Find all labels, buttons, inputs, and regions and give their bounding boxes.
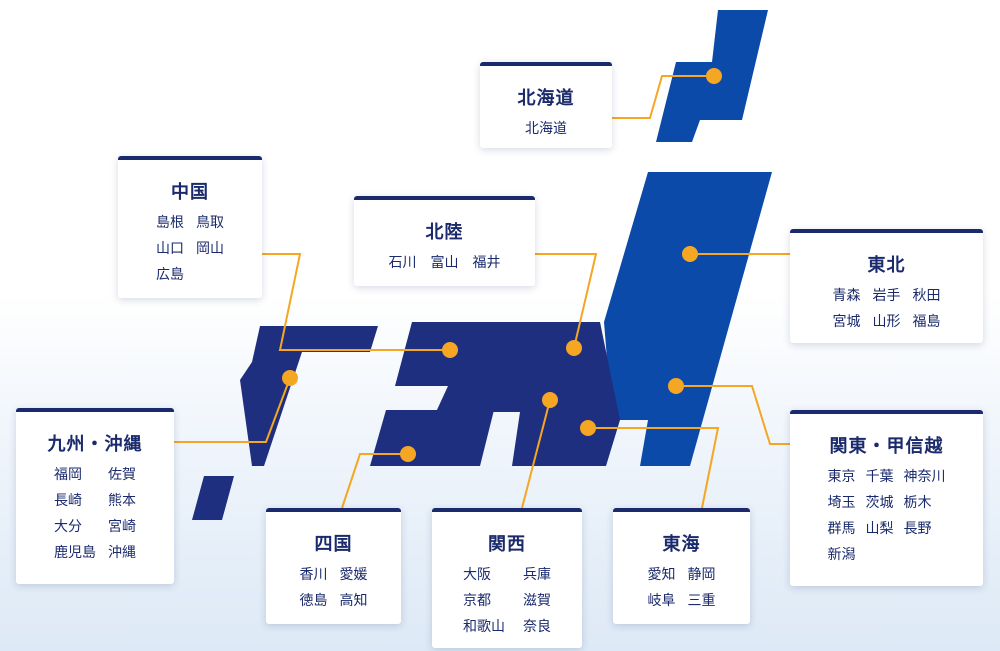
- region-title-tohoku: 東北: [867, 255, 906, 276]
- pref-item: 岐阜: [647, 593, 676, 609]
- pref-item: 神奈川: [903, 469, 946, 485]
- card-hokuriku[interactable]: 北陸 石川 富山 福井: [354, 196, 535, 286]
- dot-hokkaido: [706, 68, 722, 84]
- pref-item: 埼玉: [827, 495, 856, 511]
- dot-kyushu: [282, 370, 298, 386]
- connector-chugoku: [262, 253, 450, 351]
- region-title-shikoku: 四国: [314, 534, 353, 555]
- connector-hokkaido: [612, 75, 714, 119]
- pref-item: 香川: [299, 567, 328, 583]
- shikoku-land[interactable]: [370, 410, 494, 466]
- pref-item: 高知: [339, 593, 368, 609]
- card-kanto[interactable]: 関東・甲信越 東京 千葉 神奈川 埼玉 茨城 栃木 群馬 山梨 長野 新潟: [790, 410, 983, 586]
- pref-item: 愛媛: [339, 567, 368, 583]
- pref-item: 新潟: [827, 547, 856, 563]
- pref-item: 茨城: [865, 495, 894, 511]
- connector-hokuriku: [535, 253, 598, 349]
- pref-list-hokkaido: 北海道: [480, 116, 612, 142]
- pref-item: 宮崎: [108, 519, 136, 535]
- dot-hokuriku: [566, 340, 582, 356]
- card-chugoku[interactable]: 中国 島根 鳥取 山口 岡山 広島: [118, 156, 262, 298]
- pref-item: 長野: [903, 521, 932, 537]
- pref-item: 長崎: [54, 493, 82, 509]
- pref-item: 大阪: [463, 567, 491, 583]
- pref-item: 静岡: [687, 567, 716, 583]
- pref-list-chugoku: 島根 鳥取 山口 岡山 広島: [118, 210, 262, 288]
- pref-item: 佐賀: [108, 467, 136, 483]
- dot-shikoku: [400, 446, 416, 462]
- pref-item: 福井: [472, 255, 501, 271]
- connector-dots: [282, 68, 722, 462]
- pref-item: 鳥取: [196, 215, 224, 231]
- region-title-hokuriku: 北陸: [425, 222, 464, 243]
- honshu-west-land[interactable]: [395, 322, 620, 466]
- pref-item: 北海道: [525, 121, 567, 137]
- pref-item: 京都: [463, 593, 491, 609]
- pref-item: 愛知: [647, 567, 676, 583]
- tohoku-land[interactable]: [604, 172, 772, 466]
- pref-item: 奈良: [523, 619, 551, 635]
- pref-item: 岩手: [872, 288, 901, 304]
- pref-list-kyushu: 福岡 佐賀 長崎 熊本 大分 宮崎 鹿児島 沖縄: [16, 462, 174, 566]
- pref-item: 千葉: [865, 469, 894, 485]
- pref-list-shikoku: 香川 愛媛 徳島 高知: [266, 562, 401, 614]
- pref-item: 徳島: [299, 593, 328, 609]
- pref-item: 兵庫: [523, 567, 551, 583]
- card-tokai[interactable]: 東海 愛知 静岡 岐阜 三重: [613, 508, 750, 624]
- card-kansai[interactable]: 関西 大阪 兵庫 京都 滋賀 和歌山 奈良: [432, 508, 582, 648]
- okinawa-land[interactable]: [192, 476, 234, 520]
- pref-item: 群馬: [827, 521, 856, 537]
- kyushu-land[interactable]: [240, 326, 378, 466]
- pref-item: 和歌山: [463, 619, 505, 635]
- region-title-kanto: 関東・甲信越: [829, 436, 944, 457]
- pref-item: 滋賀: [523, 593, 551, 609]
- connector-lines: [174, 75, 790, 509]
- region-title-chugoku: 中国: [171, 182, 209, 203]
- pref-list-kanto: 東京 千葉 神奈川 埼玉 茨城 栃木 群馬 山梨 長野 新潟: [790, 464, 983, 568]
- pref-item: 石川: [388, 255, 417, 271]
- pref-item: 宮城: [832, 314, 861, 330]
- pref-list-tohoku: 青森 岩手 秋田 宮城 山形 福島: [790, 283, 983, 335]
- pref-item: 三重: [687, 593, 716, 609]
- dot-kansai: [542, 392, 558, 408]
- dot-kanto: [668, 378, 684, 394]
- region-title-hokkaido: 北海道: [517, 88, 575, 109]
- pref-item: 福岡: [54, 467, 82, 483]
- dot-tokai: [580, 420, 596, 436]
- pref-item: 熊本: [108, 493, 136, 509]
- dot-chugoku: [442, 342, 458, 358]
- connector-kansai: [521, 399, 551, 509]
- pref-item: 島根: [156, 215, 184, 231]
- pref-list-kansai: 大阪 兵庫 京都 滋賀 和歌山 奈良: [432, 562, 582, 640]
- pref-list-tokai: 愛知 静岡 岐阜 三重: [613, 562, 750, 614]
- card-shikoku[interactable]: 四国 香川 愛媛 徳島 高知: [266, 508, 401, 624]
- pref-item: 山梨: [865, 521, 894, 537]
- pref-item: 富山: [430, 255, 459, 271]
- connector-tokai: [588, 427, 720, 509]
- connector-shikoku: [341, 453, 408, 509]
- pref-item: 山口: [156, 241, 184, 257]
- pref-item: 青森: [832, 288, 861, 304]
- dot-tohoku: [682, 246, 698, 262]
- connector-kanto: [676, 385, 790, 445]
- card-tohoku[interactable]: 東北 青森 岩手 秋田 宮城 山形 福島: [790, 229, 983, 343]
- region-title-kyushu: 九州・沖縄: [47, 434, 143, 455]
- pref-item: 大分: [54, 519, 82, 535]
- region-title-tokai: 東海: [662, 534, 701, 555]
- pref-item: 福島: [912, 314, 941, 330]
- connector-kyushu: [174, 377, 291, 443]
- pref-item: 岡山: [196, 241, 224, 257]
- region-title-kansai: 関西: [488, 534, 526, 555]
- pref-item: 沖縄: [108, 545, 136, 561]
- card-hokkaido[interactable]: 北海道 北海道: [480, 62, 612, 148]
- pref-item: 栃木: [903, 495, 932, 511]
- pref-item: 秋田: [912, 288, 941, 304]
- pref-item: 鹿児島: [54, 545, 96, 561]
- pref-item: 山形: [872, 314, 901, 330]
- pref-item: 東京: [827, 469, 856, 485]
- pref-item: 広島: [156, 267, 184, 283]
- pref-list-hokuriku: 石川 富山 福井: [354, 250, 535, 276]
- card-kyushu[interactable]: 九州・沖縄 福岡 佐賀 長崎 熊本 大分 宮崎 鹿児島 沖縄: [16, 408, 174, 584]
